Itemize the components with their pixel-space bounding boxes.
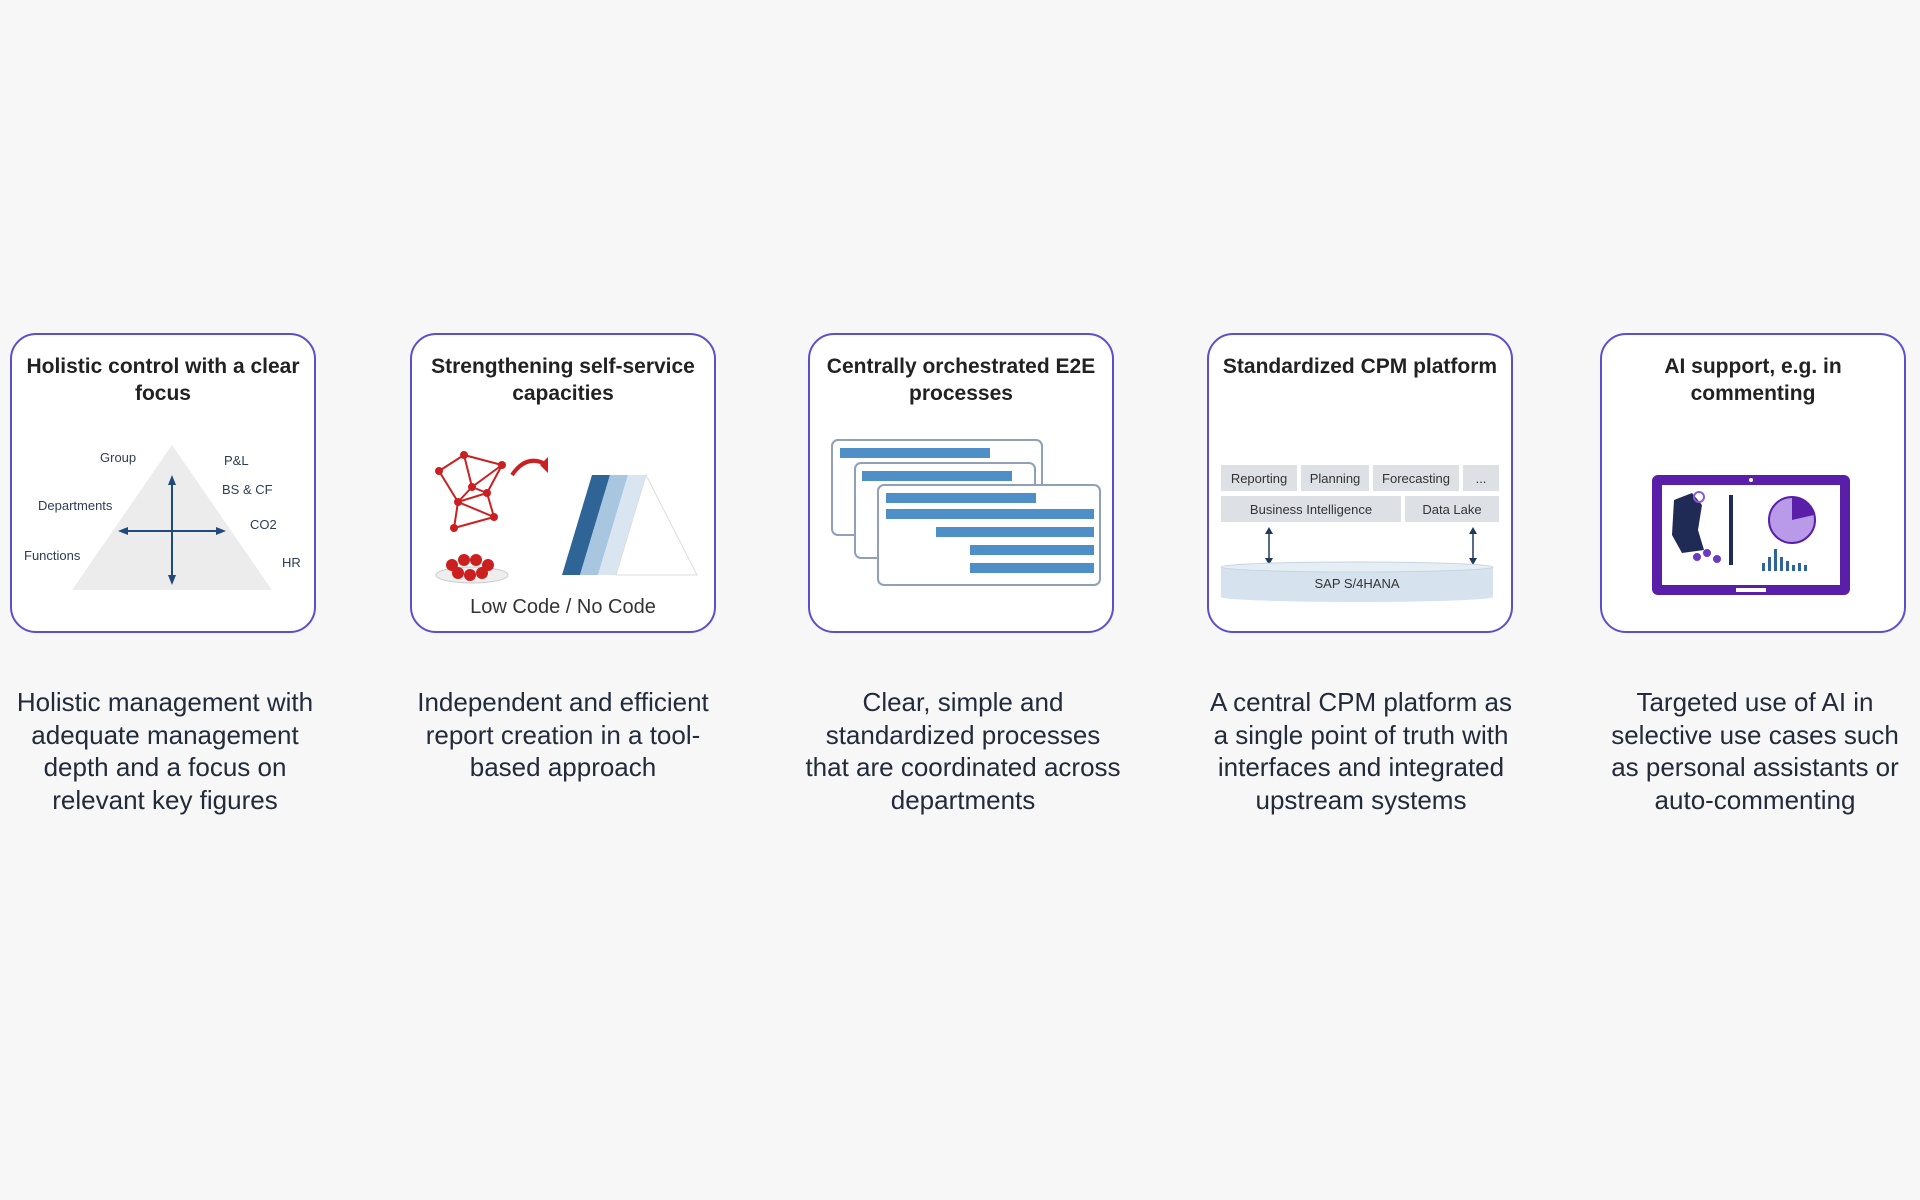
card-description: A central CPM platform as a single point… — [1210, 687, 1512, 815]
box-reporting: Reporting — [1231, 471, 1287, 486]
card-description: Independent and efficient report creatio… — [417, 687, 709, 782]
label-co2: CO2 — [250, 517, 277, 532]
low-code-icon — [435, 451, 698, 584]
platform-architecture-icon: Reporting Planning Forecasting ... Busin… — [1220, 465, 1499, 602]
card-description: Holistic management with adequate manage… — [16, 687, 314, 815]
card-title: Centrally orchestrated E2E processes — [826, 355, 1096, 405]
label-bscf: BS & CF — [222, 482, 273, 497]
box-planning: Planning — [1310, 471, 1361, 486]
low-code-caption: Low Code / No Code — [470, 596, 656, 618]
card-ai-support: AI support, e.g. in commenting — [1600, 333, 1906, 633]
sap-s4hana-label: SAP S/4HANA — [1314, 576, 1399, 591]
card-self-service: Strengthening self-service capacities Lo… — [410, 333, 716, 633]
card-title: Strengthening self-service capacities — [431, 355, 695, 405]
card-title: Standardized CPM platform — [1222, 355, 1498, 378]
card-cpm-platform: Standardized CPM platform Reporting Plan… — [1207, 333, 1513, 633]
pyramid-diagram-icon: Group Departments Functions P&L BS & CF … — [24, 445, 301, 590]
label-hr: HR — [282, 555, 301, 570]
ai-tablet-icon — [1652, 475, 1850, 595]
card-title: Holistic control with a clear focus — [26, 355, 300, 405]
label-group: Group — [100, 450, 136, 465]
label-departments: Departments — [38, 498, 113, 513]
card-description: Targeted use of AI in selective use case… — [1611, 687, 1899, 815]
card-holistic-control: Holistic control with a clear focus Grou… — [10, 333, 316, 633]
label-pl: P&L — [224, 453, 249, 468]
box-data-lake: Data Lake — [1422, 502, 1481, 517]
card-title: AI support, e.g. in commenting — [1664, 355, 1842, 405]
card-description: Clear, simple and standardized processes… — [805, 687, 1121, 815]
box-more: ... — [1476, 471, 1487, 486]
process-flow-icon — [831, 439, 1101, 586]
card-e2e-processes: Centrally orchestrated E2E processes — [808, 333, 1114, 633]
box-forecasting: Forecasting — [1382, 471, 1450, 486]
label-functions: Functions — [24, 548, 81, 563]
box-business-intelligence: Business Intelligence — [1250, 502, 1372, 517]
